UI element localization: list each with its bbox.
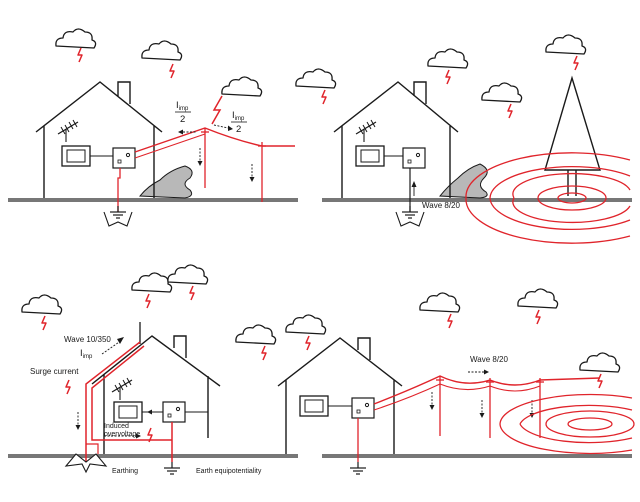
cloud-icon — [167, 264, 209, 285]
lightning-icon — [169, 63, 175, 79]
cloud-icon — [481, 82, 523, 103]
tv-icon — [113, 401, 143, 423]
power-line — [134, 127, 295, 153]
down-conductor — [85, 341, 173, 466]
current-arrow-1 — [197, 147, 203, 167]
cloud-icon — [55, 28, 97, 49]
lightning-icon — [445, 69, 451, 85]
ground-pit-icon — [103, 211, 133, 227]
imp-label-sub: imp — [83, 354, 93, 360]
lightning-icon — [535, 309, 541, 325]
bottom-left-panel: Wave 10/350 Iimp Surge current Induced o… — [8, 264, 298, 475]
cloud-icon — [285, 314, 327, 335]
wave-label: Wave 8/20 — [470, 355, 508, 364]
ground-line — [322, 198, 632, 202]
house-outline — [277, 337, 403, 454]
top-left-panel: Iimp 2 Iimp 2 — [8, 28, 298, 227]
imp-label-2: I — [232, 110, 235, 121]
imp-label: I — [80, 348, 83, 359]
cloud-icon — [141, 40, 183, 61]
ground-pit-icon — [395, 211, 425, 227]
bottom-right-panel: Wave 8/20 — [277, 288, 635, 475]
antenna-icon — [111, 377, 133, 401]
house-outline — [35, 81, 163, 198]
top-right-panel: Wave 8/20 — [295, 34, 632, 244]
cloud-icon — [21, 294, 63, 315]
lightning-icon — [189, 285, 195, 301]
cloud-icon — [579, 352, 621, 373]
lightning-icon — [305, 335, 311, 351]
induced-label-1: Induced — [104, 423, 129, 430]
lightning-icon — [261, 345, 267, 361]
imp-label-1: I — [176, 100, 179, 111]
imp-label-1-den: 2 — [180, 114, 185, 125]
ground-potential-ripples — [499, 393, 635, 455]
house-outline — [91, 335, 221, 454]
lightning-icon — [447, 313, 453, 329]
ground-line — [8, 198, 298, 202]
antenna-icon — [355, 119, 377, 143]
current-arrow — [75, 411, 81, 431]
lightning-icon — [65, 379, 71, 395]
current-arrow-2 — [249, 163, 255, 183]
imp-label-2-sub: imp — [235, 116, 245, 122]
imp-label-2-den: 2 — [236, 124, 241, 135]
distribution-panel-icon — [162, 401, 186, 423]
earth-symbol-icon — [401, 205, 419, 219]
current-arrow-2 — [479, 399, 485, 419]
tv-icon — [355, 145, 385, 167]
cloud-icon — [517, 288, 559, 309]
ground-line — [322, 454, 632, 458]
earthing-conductor — [117, 168, 121, 212]
equipotential-label: Earth equipotentiality — [196, 468, 262, 475]
cloud-icon — [235, 324, 277, 345]
lightning-strike-icon — [211, 95, 223, 125]
lightning-icon — [77, 47, 83, 63]
lightning-icon — [145, 293, 151, 309]
earthing-label: Earthing — [112, 468, 138, 475]
tv-icon — [299, 395, 329, 417]
lightning-icon — [597, 373, 603, 389]
cloud-icon — [545, 34, 587, 55]
surge-current-label: Surge current — [30, 367, 79, 376]
lightning-icon — [507, 103, 513, 119]
wet-ground-patch — [138, 165, 193, 199]
earth-symbol-icon — [163, 461, 181, 475]
cloud-icon — [419, 292, 461, 313]
cloud-icon — [427, 48, 469, 69]
wave-label: Wave 8/20 — [422, 201, 460, 210]
cloud-icon — [295, 68, 337, 89]
svg-text:Iimp: Iimp — [232, 110, 245, 122]
lightning-icon — [321, 89, 327, 105]
distribution-panel-icon — [351, 397, 375, 419]
induced-label-2: overvoltage — [104, 431, 140, 438]
wet-ground-patch — [438, 163, 488, 199]
earth-symbol-icon — [349, 461, 367, 475]
svg-text:Iimp: Iimp — [176, 100, 189, 112]
distribution-panel-icon — [402, 147, 426, 169]
distribution-panel-icon — [112, 147, 136, 169]
tree-icon — [544, 75, 601, 196]
ground-line — [8, 454, 298, 458]
tv-icon — [61, 145, 91, 167]
earthing-pit — [64, 453, 108, 474]
house-outline — [333, 81, 459, 198]
lightning-icon — [573, 55, 579, 71]
power-line — [373, 375, 601, 405]
antenna-icon — [57, 119, 79, 143]
cloud-icon — [221, 76, 263, 97]
lightning-icon — [41, 315, 47, 331]
cloud-icon — [131, 272, 173, 293]
pylon-1 — [200, 127, 210, 189]
current-arrow-1 — [429, 391, 435, 411]
earth-symbol-icon — [109, 205, 127, 219]
wave-label: Wave 10/350 — [64, 335, 111, 344]
imp-label-1-sub: imp — [179, 106, 189, 112]
ground-potential-ripples — [465, 152, 631, 244]
pylon-2 — [257, 141, 267, 203]
svg-text:Iimp: Iimp — [80, 348, 93, 360]
